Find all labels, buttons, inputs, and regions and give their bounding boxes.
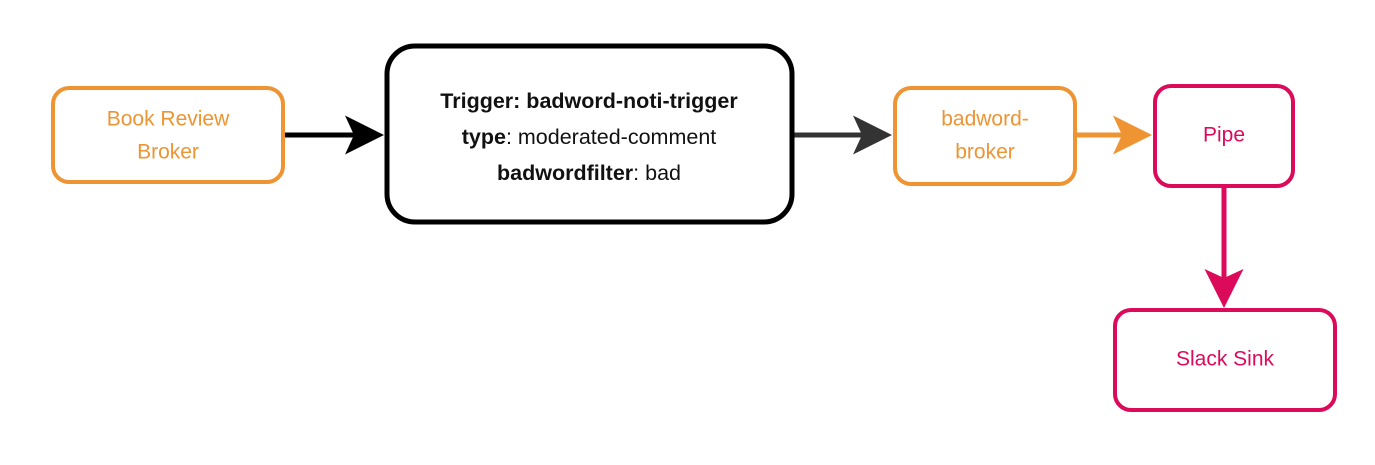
trigger-line-2-bold: type [462, 125, 506, 149]
node-badword-noti-trigger[interactable]: Trigger: badword-noti-trigger type: mode… [384, 43, 795, 225]
node-book-review-broker-label-line-1: Book Review [107, 108, 230, 131]
node-book-review-broker-shape[interactable] [51, 86, 285, 184]
trigger-line-1: Trigger: badword-noti-trigger [440, 89, 738, 113]
node-badword-broker-label-line-2: broker [955, 141, 1015, 164]
node-badword-broker-label-line-1: badword- [941, 108, 1029, 131]
trigger-line-3: badwordfilter: bad [497, 161, 681, 185]
node-badword-broker[interactable]: badword- broker [893, 86, 1077, 186]
node-badword-noti-trigger-shape[interactable] [384, 43, 795, 225]
node-slack-sink-shape[interactable] [1113, 308, 1337, 412]
node-badword-broker-shape[interactable] [893, 86, 1077, 186]
node-slack-sink-label: Slack Sink [1176, 348, 1275, 371]
trigger-line-2: type: moderated-comment [462, 125, 717, 149]
node-slack-sink[interactable]: Slack Sink [1113, 308, 1337, 412]
node-book-review-broker[interactable]: Book Review Broker [51, 86, 285, 184]
trigger-line-3-bold: badwordfilter [497, 161, 634, 185]
node-pipe-shape[interactable] [1153, 84, 1295, 188]
trigger-line-3-normal: : bad [633, 161, 681, 185]
edges-layer [284, 115, 1244, 309]
node-pipe-label: Pipe [1203, 124, 1245, 147]
node-pipe[interactable]: Pipe [1153, 84, 1295, 188]
trigger-line-2-normal: : moderated-comment [506, 125, 716, 149]
node-book-review-broker-label-line-2: Broker [137, 141, 199, 164]
trigger-line-1-bold: Trigger: badword-noti-trigger [440, 89, 738, 113]
